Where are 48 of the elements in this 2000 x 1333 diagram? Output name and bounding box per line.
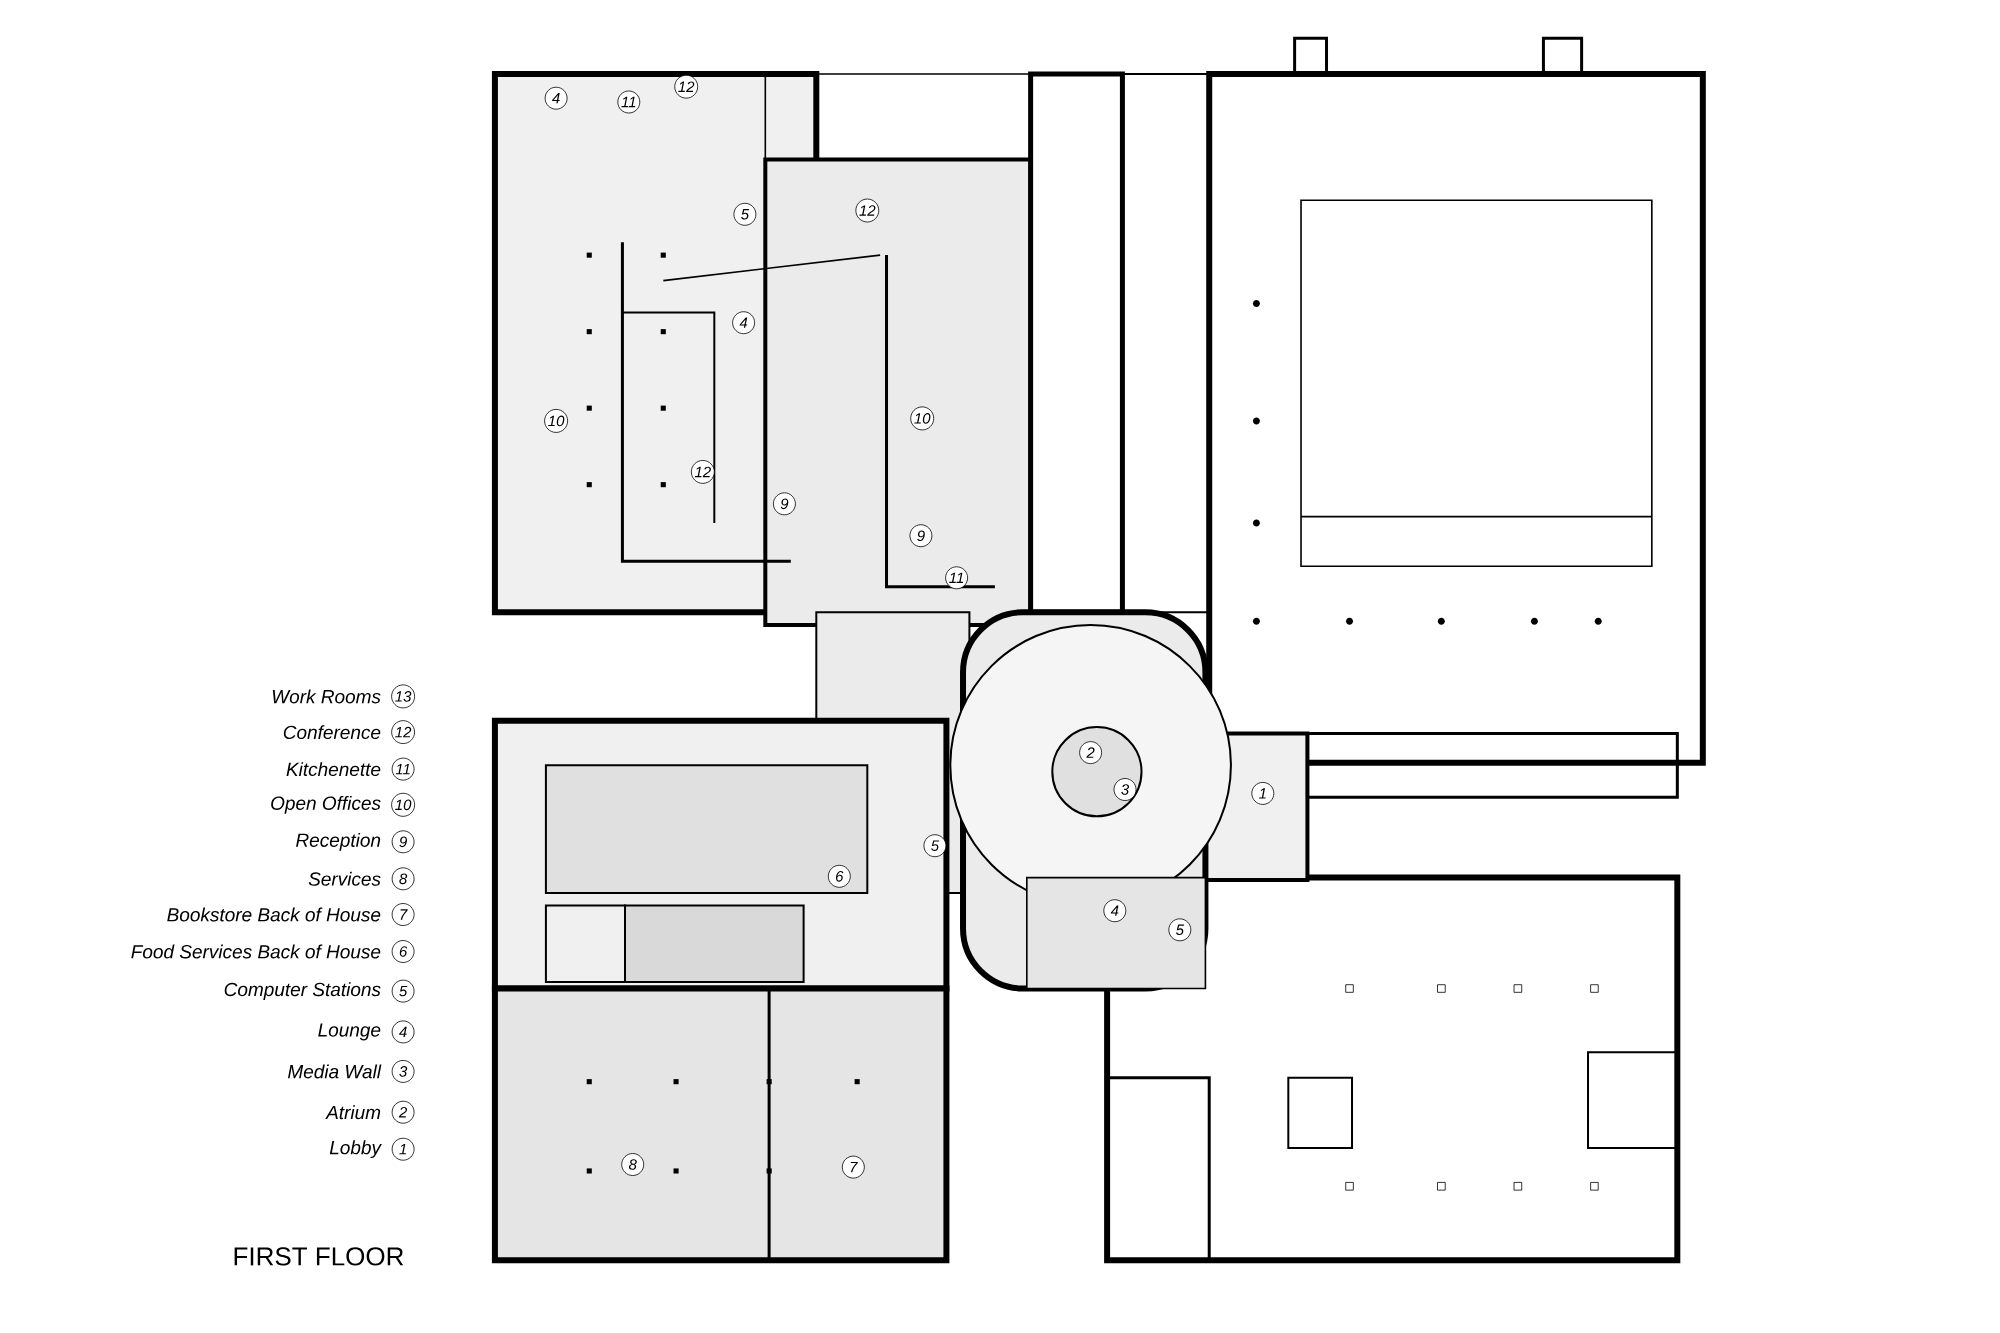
callout-number: 7: [391, 903, 415, 926]
floor-title: FIRST FLOOR: [234, 1247, 404, 1266]
callout-number: 9: [391, 830, 415, 854]
callout-number: 12: [690, 460, 715, 484]
callout-number: 11: [617, 90, 641, 114]
callout-number: 1: [1251, 782, 1275, 805]
room-name: Services: [308, 871, 381, 886]
callout-number: 4: [1103, 899, 1127, 923]
room-name: Bookstore Back of House: [167, 907, 381, 922]
callout-number: 11: [945, 566, 968, 590]
callout-number: 5: [733, 202, 757, 226]
callout-number: 4: [544, 86, 568, 110]
callout-number: 5: [391, 979, 415, 1003]
room-name: Kitchenette: [286, 762, 381, 777]
room-name: Reception: [296, 832, 381, 851]
callout-number: 8: [621, 1153, 645, 1176]
callout-number: 5: [1168, 918, 1192, 942]
callout-number: 6: [391, 940, 415, 963]
callout-number: 2: [391, 1100, 415, 1124]
callout-number: 3: [1113, 778, 1137, 801]
callout-number: 8: [391, 867, 415, 891]
callout-number: 3: [391, 1060, 415, 1083]
room-name: Work Rooms: [272, 689, 381, 704]
callout-number: 12: [674, 74, 699, 99]
callout-number: 12: [855, 198, 880, 223]
callout-number: 1: [391, 1137, 415, 1161]
callout-number: 7: [841, 1155, 865, 1179]
room-name: Lobby: [329, 1140, 382, 1159]
room-name: Computer Stations: [224, 982, 381, 1000]
callout-number: 5: [923, 834, 947, 858]
callout-number: 12: [391, 720, 415, 744]
callout-number: 10: [910, 406, 935, 431]
callout-number: 6: [827, 864, 851, 888]
room-name: Atrium: [325, 1105, 381, 1120]
room-name: Conference: [283, 725, 381, 740]
room-name: Food Services Back of House: [131, 944, 381, 959]
callout-number: 9: [773, 492, 796, 516]
callout-number: 10: [391, 792, 416, 817]
room-name: Media Wall: [288, 1064, 382, 1079]
callout-number: 13: [391, 684, 416, 709]
callout-number: 11: [391, 757, 415, 781]
room-name: Open Offices: [271, 795, 381, 814]
callout-number: 9: [909, 524, 933, 548]
callout-number: 4: [732, 311, 755, 335]
callout-number: 10: [544, 409, 569, 433]
room-name: Lounge: [318, 1023, 381, 1041]
callout-number: 2: [1079, 741, 1102, 764]
callout-number: 4: [391, 1020, 415, 1044]
